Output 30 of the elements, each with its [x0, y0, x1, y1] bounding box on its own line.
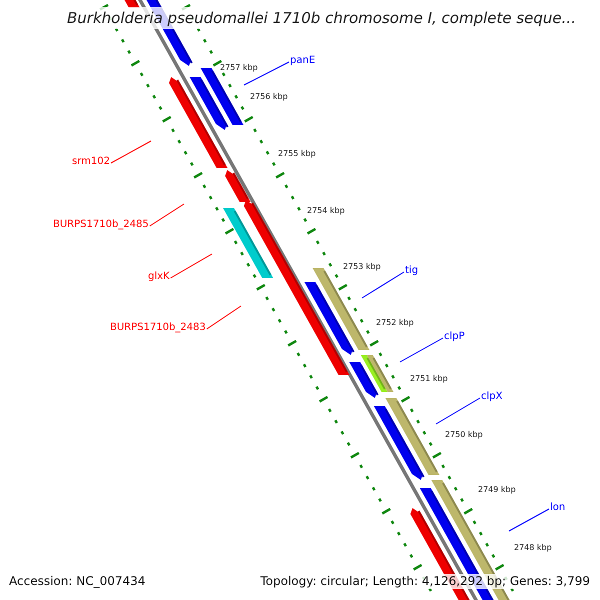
leader-line: [436, 398, 480, 424]
leader-line: [400, 338, 444, 362]
leader-line: [110, 140, 152, 164]
scale-label: 2750 kbp: [445, 430, 483, 440]
scale-label: 2756 kbp: [250, 92, 288, 102]
summary-text: Topology: circular; Length: 4,126,292 bp; Genes: 3,799: [258, 574, 592, 589]
scale-label: 2751 kbp: [410, 374, 448, 384]
scale-label: 2754 kbp: [307, 206, 345, 216]
scale-label: 2752 kbp: [376, 318, 414, 328]
scale-label: 2753 kbp: [343, 262, 381, 272]
gene-label: BURPS1710b_2483: [110, 322, 206, 334]
scale-label: 2755 kbp: [278, 149, 316, 159]
leader-line: [362, 272, 404, 298]
gene-label: srm102: [72, 156, 110, 168]
scale-label: 2748 kbp: [514, 543, 552, 553]
accession-text: Accession: NC_007434: [7, 574, 148, 589]
scale-label: 2749 kbp: [478, 485, 516, 495]
leader-line: [508, 508, 550, 532]
scale-label: 2757 kbp: [220, 63, 258, 73]
gene-label: glxK: [148, 271, 170, 283]
leader-line: [206, 306, 242, 330]
gene-label: clpX: [481, 391, 502, 403]
gene-label: lon: [550, 502, 566, 514]
leader-line: [149, 204, 184, 226]
gene-label: tig: [405, 265, 418, 277]
gene-label: clpP: [444, 331, 465, 343]
leader-line: [170, 254, 212, 278]
leader-line: [244, 62, 290, 86]
gene-label: panE: [290, 55, 316, 67]
gene-label: BURPS1710b_2485: [53, 219, 149, 231]
